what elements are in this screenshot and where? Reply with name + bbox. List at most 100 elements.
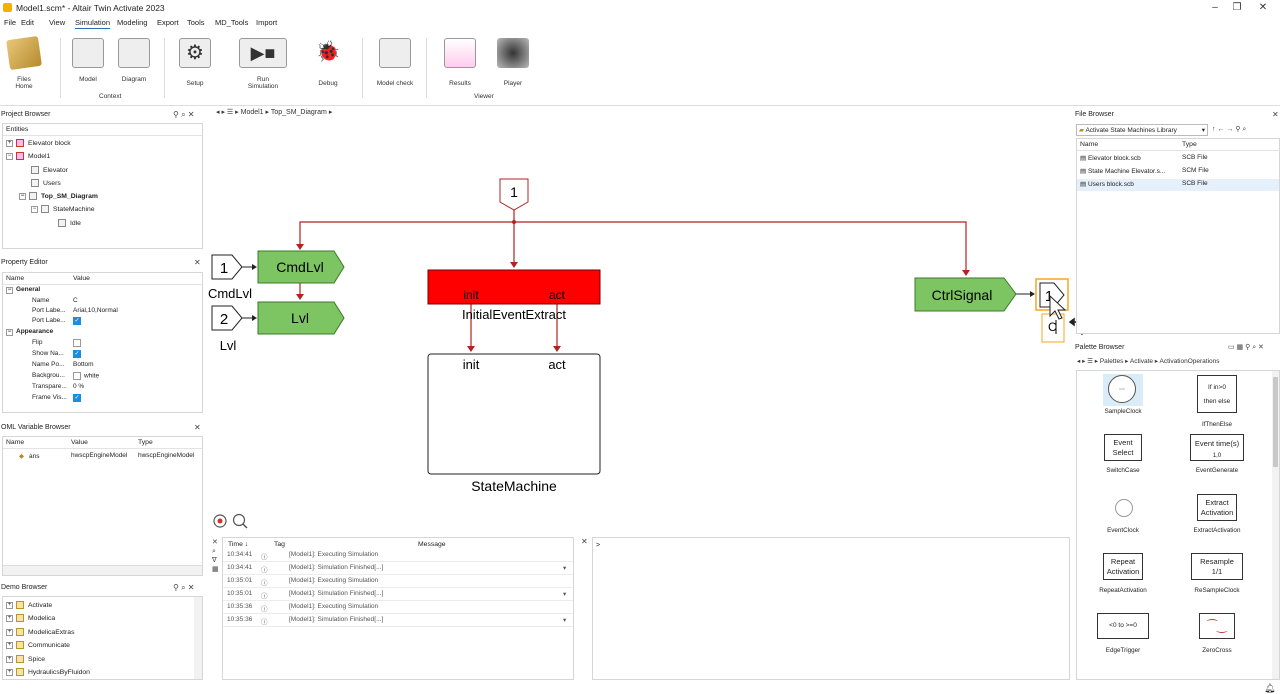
breadcrumb-model1[interactable]: Model1	[240, 109, 264, 116]
prop-background-value[interactable]: white	[73, 372, 99, 380]
lvl-input-port[interactable]: 2	[211, 305, 243, 331]
prop-name-pos-value[interactable]: Bottom	[73, 361, 94, 368]
log-col-tag[interactable]: Tag	[274, 541, 285, 548]
event-input-block[interactable]: 1	[499, 178, 529, 211]
demo-browser-controls[interactable]: ⚲ ⌕ ✕	[173, 583, 195, 592]
nav-arrows-icon[interactable]: ◂ ▸ ☰ ▸	[1077, 358, 1100, 365]
vertical-scrollbar[interactable]	[194, 597, 202, 679]
prop-name-pos-label: Name Po...	[32, 361, 65, 368]
close-icon[interactable]: ✕	[1258, 2, 1268, 13]
tree-item-elevator[interactable]: Elevator	[31, 166, 68, 174]
model-button[interactable]: Model	[70, 38, 106, 83]
section-general[interactable]: −General	[6, 286, 41, 294]
palette-browser-title: Palette Browser	[1075, 344, 1125, 351]
horizontal-scrollbar[interactable]	[3, 565, 202, 575]
log-col-time[interactable]: Time ↓	[228, 541, 249, 548]
menu-file[interactable]: File	[4, 18, 17, 27]
file-row[interactable]: ▤ State Machine Elevator.s...	[1080, 168, 1166, 175]
lvl-block[interactable]: Lvl	[257, 301, 345, 335]
menu-import[interactable]: Import	[256, 18, 278, 27]
restore-icon[interactable]: ❐	[1232, 2, 1242, 13]
console-area[interactable]: >	[592, 537, 1070, 680]
zoom-fit-icon[interactable]	[213, 514, 227, 528]
cmdlvl-input-port[interactable]: 1	[211, 254, 243, 280]
menu-tools[interactable]: Tools	[187, 18, 205, 27]
log-toolbar[interactable]: ✕⌕∇▦	[212, 539, 219, 573]
section-appearance[interactable]: −Appearance	[6, 328, 54, 336]
menu-modeling[interactable]: Modeling	[117, 18, 148, 27]
menu-export[interactable]: Export	[157, 18, 179, 27]
tree-item-statemachine[interactable]: −StateMachine	[31, 205, 95, 213]
variable-row[interactable]: ◆ans	[19, 453, 40, 460]
menu-edit[interactable]: Edit	[21, 18, 34, 27]
file-nav-icons[interactable]: ↑ ← → ⚲ ⌕	[1212, 126, 1247, 133]
menu-md-tools[interactable]: MD_Tools	[215, 18, 249, 27]
demo-item-spice[interactable]: +Spice	[6, 655, 46, 663]
console-prompt: >	[596, 542, 601, 549]
player-button[interactable]: Player	[493, 38, 533, 87]
file-row-selected[interactable]: ▤ Users block.scb	[1080, 181, 1134, 188]
prop-frame-vis-label: Frame Vis...	[32, 394, 67, 401]
palette-breadcrumb: ◂ ▸ ☰ ▸ Palettes ▸ Activate ▸ Activation…	[1077, 358, 1220, 365]
model-check-button[interactable]: Model check	[370, 38, 420, 87]
prop-show-name-checkbox[interactable]: ✓	[73, 350, 81, 358]
tree-item-top-sm-diagram[interactable]: −Top_SM_Diagram	[19, 192, 98, 200]
port-name-edit-field[interactable]: C	[1041, 313, 1065, 343]
tree-item-idle[interactable]: Idle	[58, 219, 81, 227]
minimize-icon[interactable]: –	[1212, 2, 1218, 13]
setup-button[interactable]: ⚙ Setup	[177, 38, 213, 87]
files-button[interactable]: Files Home	[4, 35, 44, 90]
file-row[interactable]: ▤ Elevator block.scb	[1080, 155, 1141, 162]
results-button[interactable]: Results	[440, 38, 480, 87]
demo-item-modelicaextras[interactable]: +ModelicaExtras	[6, 628, 75, 636]
palette-scrollbar[interactable]	[1272, 371, 1279, 679]
property-editor-close-icon[interactable]: ✕	[194, 258, 201, 267]
tree-item-model1[interactable]: −Model1	[6, 152, 51, 160]
prop-port-label-vis-checkbox[interactable]: ✓	[73, 317, 81, 325]
notification-bell-icon[interactable]: 🔔︎	[1264, 683, 1276, 693]
demo-item-activate[interactable]: +Activate	[6, 601, 53, 609]
prop-flip-label: Flip	[32, 339, 43, 346]
gear-icon: ⚙	[179, 38, 211, 68]
diagram-button[interactable]: Diagram	[116, 38, 152, 83]
tree-item-users[interactable]: Users	[31, 179, 61, 187]
zoom-in-icon[interactable]	[232, 513, 248, 529]
file-icon: ▤	[1080, 155, 1087, 162]
prop-port-label-font-value[interactable]: Arial,10,Normal	[73, 307, 118, 314]
nav-arrows-icon[interactable]: ◂ ▸ ☰ ▸	[216, 109, 241, 116]
debug-button[interactable]: 🐞 Debug	[310, 38, 346, 87]
demo-item-communicate[interactable]: +Communicate	[6, 641, 70, 649]
prop-flip-checkbox[interactable]	[73, 339, 81, 347]
ctrlsignal-block[interactable]: CtrlSignal	[914, 277, 1017, 312]
log-col-message[interactable]: Message	[418, 541, 446, 548]
prop-name-value[interactable]: C	[73, 297, 78, 304]
prop-transparency-value[interactable]: 0 %	[73, 383, 85, 390]
run-button[interactable]: ▶■ Run Simulation	[234, 38, 292, 90]
file-browser-close-icon[interactable]: ✕	[1272, 110, 1279, 119]
state-machine-block[interactable]: init act	[427, 353, 601, 475]
console-close-icon[interactable]: ✕	[581, 537, 588, 546]
info-icon: ⓘ	[261, 606, 268, 613]
palette-browser-controls[interactable]: ▭ ▦ ⚲ ⌕ ✕	[1228, 344, 1264, 351]
demo-item-modelica[interactable]: +Modelica	[6, 614, 56, 622]
demo-item-hydraulics[interactable]: +HydraulicsByFluidon	[6, 668, 90, 676]
menu-view[interactable]: View	[49, 18, 66, 27]
prop-frame-vis-checkbox[interactable]: ✓	[73, 394, 81, 402]
initial-event-extract-block[interactable]: init act	[427, 269, 601, 305]
info-icon: ⓘ	[261, 619, 268, 626]
project-browser-controls[interactable]: ⚲ ⌕ ✕	[173, 110, 195, 119]
oml-browser-close-icon[interactable]: ✕	[194, 423, 201, 432]
breadcrumb-top-sm-diagram[interactable]: Top_SM_Diagram	[270, 109, 327, 116]
file-location-select[interactable]: ▰ Activate State Machines Library ▾	[1076, 124, 1208, 136]
menu-simulation[interactable]: Simulation	[75, 18, 111, 29]
svg-text:init: init	[463, 357, 480, 372]
cmdlvl-block[interactable]: CmdLvl	[257, 250, 345, 284]
tree-item-elevator-block[interactable]: +Elevator block	[6, 139, 71, 147]
